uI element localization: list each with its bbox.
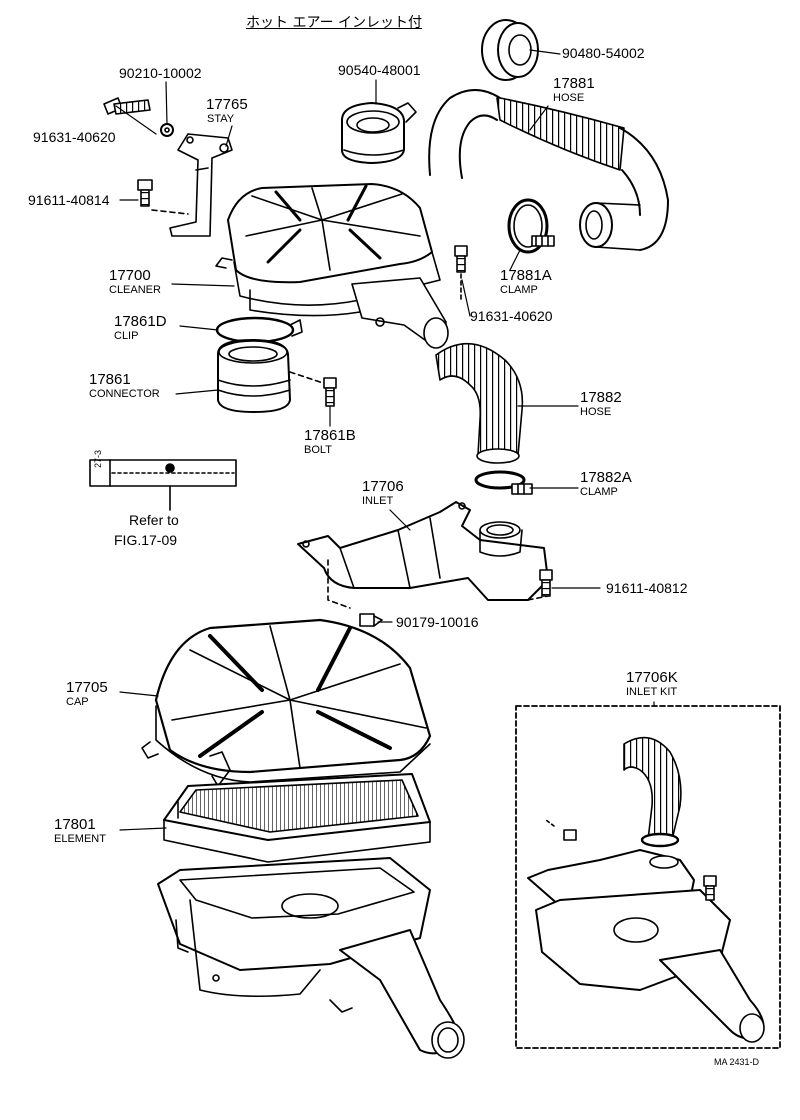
case-lower [157, 857, 465, 1059]
label-91611-40814: 91611-40814 [28, 192, 110, 208]
label-17700: 17700 [109, 267, 151, 284]
label-17861B: 17861B [304, 427, 356, 444]
label-17881-name: HOSE [553, 92, 585, 104]
reference-line-1: Refer to [129, 512, 179, 528]
label-17765-name: STAY [207, 113, 235, 125]
cleaner-17700 [215, 183, 449, 349]
reference-tag: 27-3 [93, 449, 103, 468]
label-17706-name: INLET [362, 495, 394, 507]
label-17861D-name: CLIP [114, 330, 139, 342]
label-17706K: 17706K [626, 669, 678, 686]
label-17881A-name: CLAMP [500, 284, 538, 296]
reference-line-2: FIG.17-09 [114, 532, 178, 548]
label-17882A: 17882A [580, 469, 632, 486]
clip-17861D [215, 316, 303, 344]
bolt-91611-a [137, 179, 189, 215]
label-91611-40812: 91611-40812 [606, 580, 688, 596]
label-90210-10002: 90210-10002 [119, 65, 202, 81]
clamp-17881A [507, 198, 555, 254]
label-17706K-name: INLET KIT [626, 686, 678, 698]
bolt-91631-b [454, 245, 468, 301]
label-17801-name: ELEMENT [54, 833, 106, 845]
inlet-17706 [297, 501, 549, 609]
label-17700-name: CLEANER [109, 284, 161, 296]
label-17861: 17861 [89, 371, 131, 388]
label-17881: 17881 [553, 75, 595, 92]
diagram-code: MA 2431-D [714, 1057, 760, 1067]
bolt-91611-b [539, 569, 553, 597]
bolt-17861B [323, 377, 337, 407]
label-91631-40620-b: 91631-40620 [470, 308, 553, 324]
label-17881A: 17881A [500, 267, 552, 284]
label-17882: 17882 [580, 389, 622, 406]
diagram-title: ホット エアー インレット付 [246, 15, 423, 31]
grommet-90540 [341, 102, 417, 164]
label-90540-48001: 90540-48001 [338, 62, 421, 78]
label-17765: 17765 [206, 96, 248, 113]
label-17882A-name: CLAMP [580, 486, 618, 498]
nut-90179 [359, 613, 383, 627]
label-17861D: 17861D [114, 313, 167, 330]
label-17861B-name: BOLT [304, 444, 332, 456]
label-17882-name: HOSE [580, 406, 612, 418]
label-90480-54002: 90480-54002 [562, 45, 645, 61]
label-17801: 17801 [54, 816, 96, 833]
cap-17705 [141, 618, 432, 787]
hose-17881 [428, 89, 669, 251]
reference-box [89, 459, 237, 511]
inlet-kit-17706K [515, 705, 781, 1049]
label-17706: 17706 [362, 478, 404, 495]
label-91631-40620: 91631-40620 [33, 129, 116, 145]
clamp-17882A [474, 470, 533, 495]
connector-17861 [217, 339, 327, 413]
leader-lines [115, 49, 655, 831]
hose-17882 [435, 342, 524, 464]
stay-17765 [169, 133, 233, 237]
element-17801 [163, 773, 431, 863]
label-17705-name: CAP [66, 696, 89, 708]
label-17861-name: CONNECTOR [89, 388, 160, 400]
label-90179-10016: 90179-10016 [396, 614, 479, 630]
label-17705: 17705 [66, 679, 108, 696]
grommet-90480 [481, 19, 539, 81]
